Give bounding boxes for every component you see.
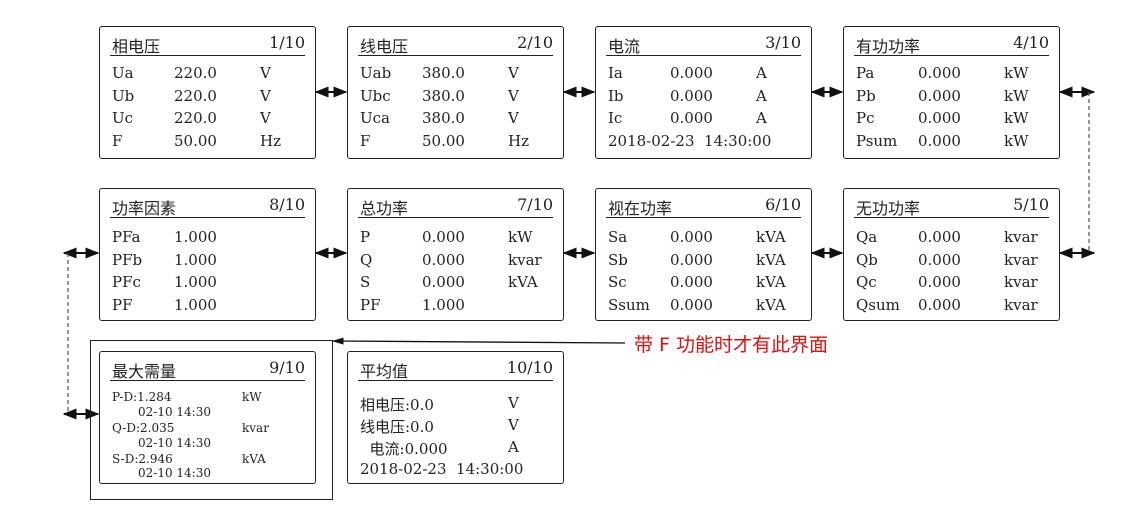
page-indicator: 2/10 — [517, 33, 553, 52]
screen-title: 相电压 — [112, 37, 161, 56]
screen-title: 电流 — [608, 37, 641, 56]
page-indicator: 7/10 — [517, 195, 553, 214]
page-indicator: 5/10 — [1013, 195, 1049, 214]
divider — [358, 55, 553, 56]
demand-value: S-D:2.946 — [112, 452, 173, 466]
page-indicator: 8/10 — [269, 195, 305, 214]
divider — [358, 217, 553, 218]
timestamp: 2018-02-23 14:30:00 — [360, 460, 524, 478]
optional-screen-frame — [90, 340, 333, 500]
page-indicator: 9/10 — [269, 358, 305, 377]
demand-unit: kW — [242, 390, 262, 404]
page-indicator: 1/10 — [269, 33, 305, 52]
annotation-note: 带 F 功能时才有此界面 — [634, 334, 829, 356]
demand-time: 02-10 14:30 — [138, 466, 211, 480]
screen-title: 无功功率 — [856, 199, 921, 218]
divider — [110, 380, 305, 381]
divider — [110, 55, 305, 56]
demand-time: 02-10 14:30 — [138, 405, 211, 419]
screen-max-demand: 最大需量 9/10 P-D:1.284 kW 02-10 14:30 Q-D:2.… — [99, 351, 316, 484]
demand-time: 02-10 14:30 — [138, 436, 211, 450]
divider — [606, 217, 801, 218]
page-indicator: 4/10 — [1013, 33, 1049, 52]
divider — [854, 55, 1049, 56]
divider — [606, 55, 801, 56]
divider — [358, 380, 553, 381]
screen-title: 最大需量 — [112, 362, 177, 381]
screen-title: 有功功率 — [856, 37, 921, 56]
demand-value: P-D:1.284 — [112, 390, 172, 404]
divider — [854, 217, 1049, 218]
annotation-arrow — [331, 337, 626, 345]
demand-unit: kvar — [242, 421, 269, 435]
demand-unit: kVA — [242, 452, 266, 466]
demand-value: Q-D:2.035 — [112, 421, 175, 435]
divider — [110, 217, 305, 218]
screen-title: 线电压 — [360, 37, 409, 56]
screen-title: 视在功率 — [608, 199, 673, 218]
timestamp: 2018-02-23 14:30:00 — [608, 132, 772, 150]
page-indicator: 6/10 — [765, 195, 801, 214]
screen-title: 功率因素 — [112, 199, 177, 218]
page-indicator: 3/10 — [765, 33, 801, 52]
screen-title: 总功率 — [360, 199, 409, 218]
screen-title: 平均值 — [360, 362, 409, 381]
page-indicator: 10/10 — [506, 358, 553, 377]
